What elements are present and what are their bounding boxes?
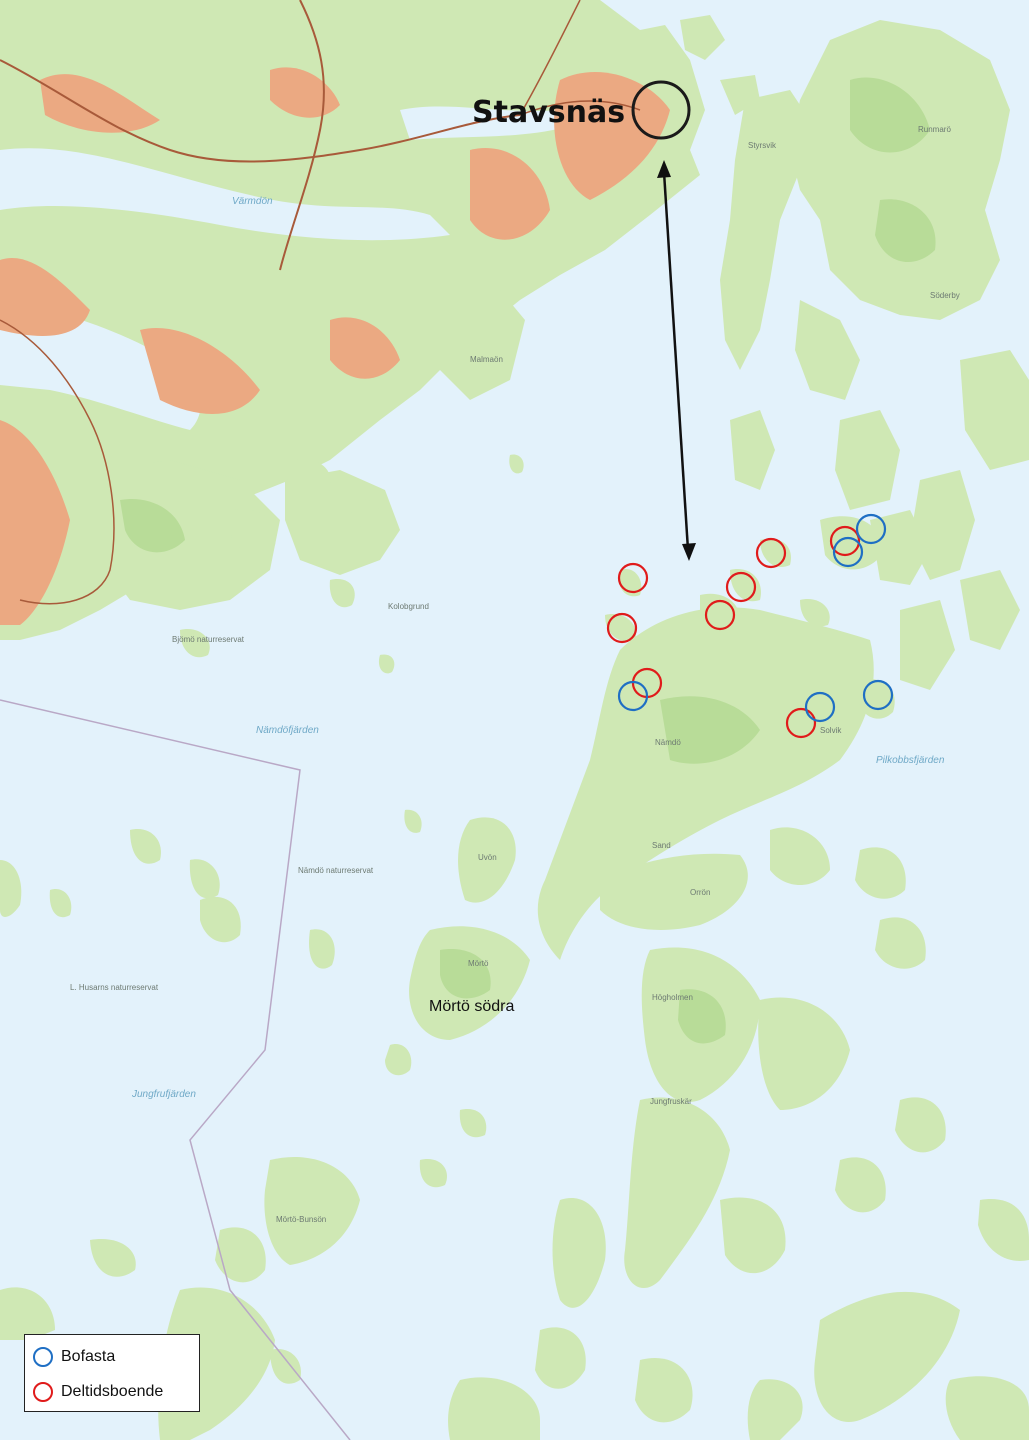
label-orron: Orrön	[690, 888, 710, 897]
forest-patches	[120, 77, 936, 1044]
namdo-island	[385, 607, 1029, 1440]
label-jungfrufjarden: Jungfrufjärden	[131, 1089, 196, 1100]
label-soderby: Söderby	[930, 291, 960, 300]
label-namdo: Nämdö	[655, 738, 681, 747]
label-hogholmen: Högholmen	[652, 993, 693, 1002]
legend-label-deltidsboende: Deltidsboende	[61, 1383, 164, 1400]
label-namdofjarden: Nämdöfjärden	[256, 725, 319, 736]
label-styrsvik: Styrsvik	[748, 141, 777, 150]
place-labels: Runmarö Nämdö Mörtö Uvön Orrön Jungfrusk…	[70, 125, 960, 1224]
label-jungfruskar: Jungfruskär	[650, 1097, 692, 1106]
small-islands	[0, 454, 895, 1440]
label-varmdon: Värmdön	[232, 196, 273, 207]
label-solvik: Solvik	[820, 726, 842, 735]
mainland	[0, 0, 705, 640]
label-malmaon: Malmaön	[470, 355, 503, 364]
deltidsboende-markers	[606, 525, 861, 739]
label-morto-bunson: Mörtö-Bunsön	[276, 1215, 326, 1224]
label-runmaro: Runmarö	[918, 125, 951, 134]
bofasta-markers	[617, 513, 894, 723]
label-husarn-nr: L. Husarns naturreservat	[70, 983, 159, 992]
label-kolobgrund: Kolobgrund	[388, 602, 429, 611]
boundary-lines	[0, 699, 351, 1440]
label-morto: Mörtö	[468, 959, 489, 968]
legend: Bofasta Deltidsboende	[24, 1334, 200, 1412]
legend-item-bofasta: Bofasta	[33, 1345, 115, 1369]
red-circle-icon	[33, 1382, 53, 1402]
legend-item-deltidsboende: Deltidsboende	[33, 1380, 163, 1404]
label-namdo-nr: Nämdö naturreservat	[298, 866, 374, 875]
water-labels: Nämdöfjärden Jungfrufjärden Pilkobbsfjär…	[131, 196, 945, 1100]
route-arrow	[657, 160, 696, 561]
legend-label-bofasta: Bofasta	[61, 1348, 116, 1365]
label-pilkobbsfjarden: Pilkobbsfjärden	[876, 755, 945, 766]
label-uvon: Uvön	[478, 853, 497, 862]
label-sand: Sand	[652, 841, 671, 850]
stavsnas-marker	[631, 80, 691, 140]
label-bjorno-nr: Bjömö naturreservat	[172, 635, 245, 644]
stavsnas-label: Stavsnäs	[472, 95, 625, 130]
morto-sodra-label: Mörtö södra	[429, 998, 514, 1015]
blue-circle-icon	[33, 1347, 53, 1367]
